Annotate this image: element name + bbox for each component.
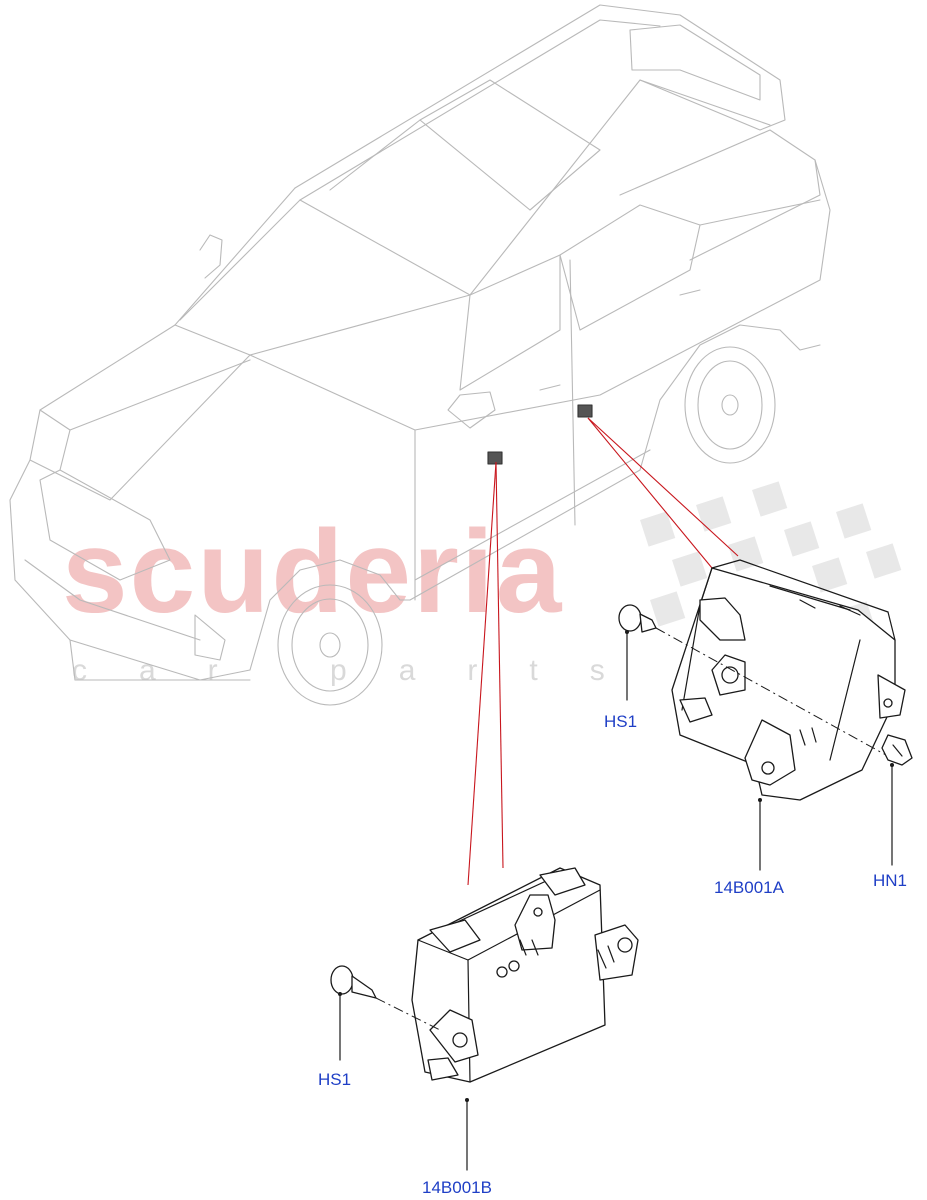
watermark-tagline: car parts [72, 654, 657, 687]
callout-14b001a: 14B001A [714, 878, 785, 897]
watermark-brand: scuderia [62, 506, 563, 638]
control-module-14b001b [330, 867, 639, 1171]
vehicle-outline [9, 4, 831, 706]
callout-hs1-lower: HS1 [318, 1070, 351, 1089]
leader-lines [467, 417, 739, 886]
callout-hs1-upper: HS1 [604, 712, 637, 731]
control-module-14b001a [618, 559, 913, 871]
callout-14b001b: 14B001B [422, 1178, 492, 1197]
callout-hn1: HN1 [873, 871, 907, 890]
